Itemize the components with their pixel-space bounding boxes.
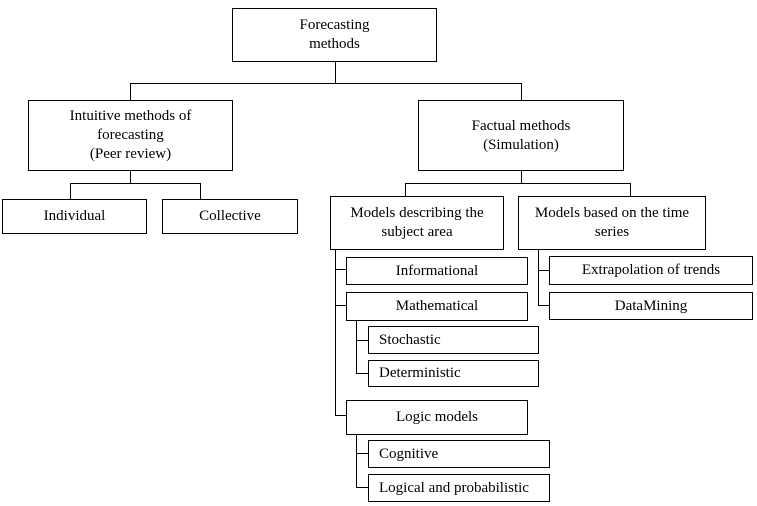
root-node: Forecasting methods [232,8,437,62]
mathematical-node: Mathematical [346,292,528,321]
connector [356,434,357,488]
connector [356,340,369,341]
connector [521,83,522,101]
connector [538,270,550,271]
connector [130,83,522,84]
collective-node: Collective [162,199,298,234]
logical-and-probabilistic-node: Logical and probabilistic [368,474,550,502]
individual-node: Individual [2,199,147,234]
connector [70,183,71,200]
connector [630,183,631,197]
connector [356,373,369,374]
connector [335,249,336,415]
connector [356,320,357,374]
connector [200,183,201,200]
connector [521,170,522,184]
deterministic-node: Deterministic [368,360,539,387]
connector [70,183,201,184]
factual-methods-node: Factual methods (Simulation) [418,100,624,171]
cognitive-node: Cognitive [368,440,550,468]
connector [335,305,347,306]
connector [130,83,131,101]
connector [356,487,369,488]
stochastic-node: Stochastic [368,326,539,354]
connector [335,269,347,270]
connector [335,61,336,84]
connector [356,453,369,454]
connector [538,249,539,306]
logic-models-node: Logic models [346,400,528,435]
datamining-node: DataMining [549,292,753,320]
time-series-models-node: Models based on the time series [518,196,706,250]
connector [130,170,131,183]
connector [538,305,550,306]
intuitive-methods-node: Intuitive methods of forecasting (Peer r… [28,100,233,171]
connector [335,415,347,416]
subject-area-models-node: Models describing the subject area [330,196,504,250]
connector [405,183,631,184]
extrapolation-of-trends-node: Extrapolation of trends [549,256,753,285]
informational-node: Informational [346,257,528,285]
connector [405,183,406,197]
